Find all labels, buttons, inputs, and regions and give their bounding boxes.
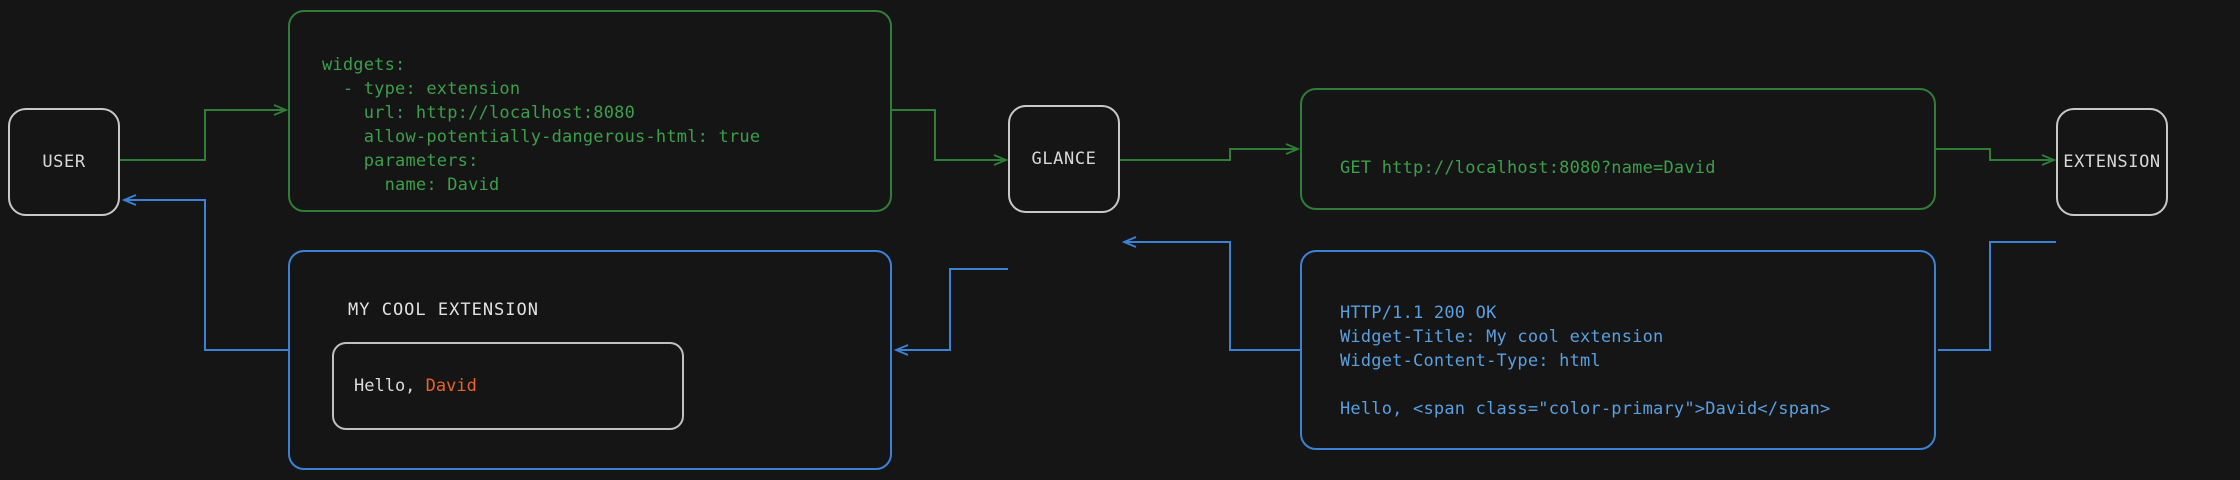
widget-accent-name: David	[425, 376, 477, 396]
node-user[interactable]: USER	[8, 108, 120, 216]
edge-extension-to-response	[1938, 241, 2056, 351]
edge-glance-to-request	[1120, 149, 1298, 161]
node-glance[interactable]: GLANCE	[1008, 105, 1120, 213]
node-extension[interactable]: EXTENSION	[2056, 108, 2168, 216]
edge-response-to-glance	[1124, 242, 1300, 351]
edge-glance-to-widget	[896, 268, 1008, 350]
rendered-widget-card-text: Hello, David	[354, 376, 477, 396]
node-glance-label: GLANCE	[1031, 149, 1097, 169]
rendered-widget-card	[332, 342, 684, 430]
yaml-config-code: widgets: - type: extension url: http://l…	[322, 55, 761, 195]
http-request-code: GET http://localhost:8080?name=David	[1340, 158, 1716, 178]
panel-yaml-config	[288, 10, 892, 212]
edge-user-to-yaml	[120, 110, 286, 161]
rendered-widget-title: MY COOL EXTENSION	[348, 300, 539, 320]
widget-greeting-text: Hello,	[354, 376, 426, 396]
edge-widget-to-user	[124, 200, 288, 351]
edge-yaml-to-glance	[892, 109, 1006, 160]
http-response-code: HTTP/1.1 200 OK Widget-Title: My cool ex…	[1340, 303, 1831, 419]
panel-http-response	[1300, 250, 1936, 450]
node-extension-label: EXTENSION	[2063, 152, 2161, 172]
panel-http-request	[1300, 88, 1936, 210]
node-user-label: USER	[42, 152, 86, 172]
edge-request-to-extension	[1936, 148, 2054, 160]
